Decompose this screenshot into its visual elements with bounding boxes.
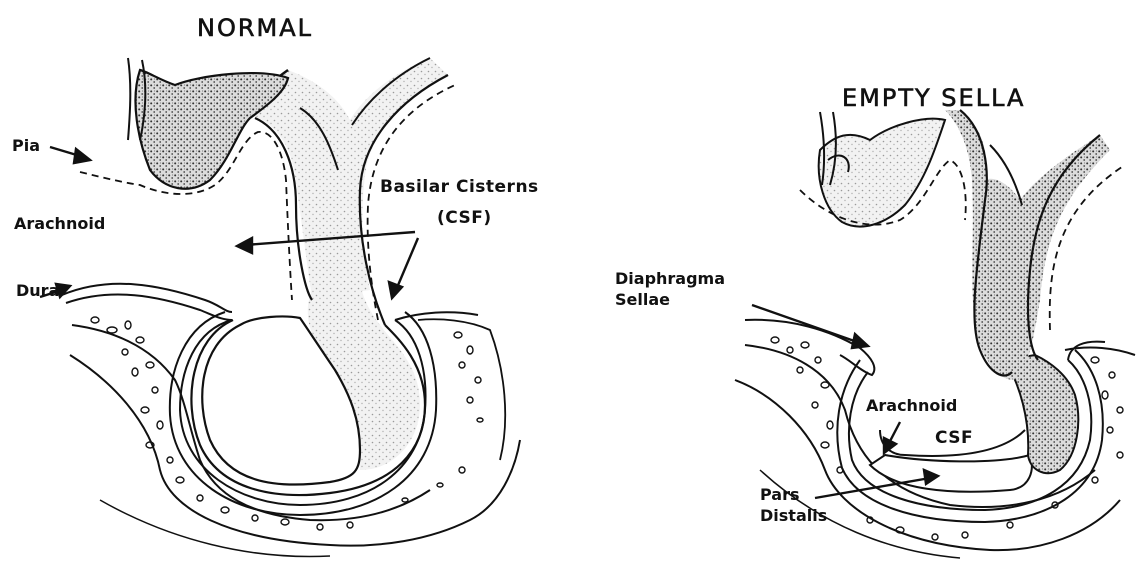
es-stalk-fill — [945, 110, 1110, 380]
normal-label-pia: Pia — [12, 138, 40, 154]
es-label-arachnoid: Arachnoid — [866, 398, 957, 414]
normal-pia-arrow — [50, 147, 90, 163]
normal-dura-left-2 — [66, 294, 232, 320]
normal-label-arachnoid: Arachnoid — [14, 216, 105, 232]
es-label-pars: Pars — [760, 487, 800, 503]
empty-sella-title: EMPTY SELLA — [842, 86, 1025, 110]
normal-bone-floor — [100, 500, 330, 557]
normal-chiasm — [135, 70, 288, 189]
es-label-distalis: Distalis — [760, 508, 827, 524]
es-diaphragma-arrow — [752, 305, 868, 348]
es-label-sellae: Sellae — [615, 292, 670, 308]
normal-label-csf: (CSF) — [437, 210, 492, 227]
es-arachnoid-arrow — [884, 422, 900, 453]
es-pars-distalis — [870, 455, 1032, 492]
es-label-diaphragma: Diaphragma — [615, 271, 725, 287]
es-dura-right — [1068, 342, 1105, 360]
normal-title: NORMAL — [197, 16, 313, 40]
normal-csf-arrow-right — [389, 238, 418, 298]
normal-figure — [40, 58, 520, 557]
normal-label-dura: Dura — [16, 283, 59, 299]
es-chiasm — [819, 119, 945, 227]
normal-vessel-1 — [128, 58, 130, 140]
normal-label-basilar-cisterns: Basilar Cisterns — [380, 179, 539, 196]
es-label-csf: CSF — [935, 430, 973, 447]
